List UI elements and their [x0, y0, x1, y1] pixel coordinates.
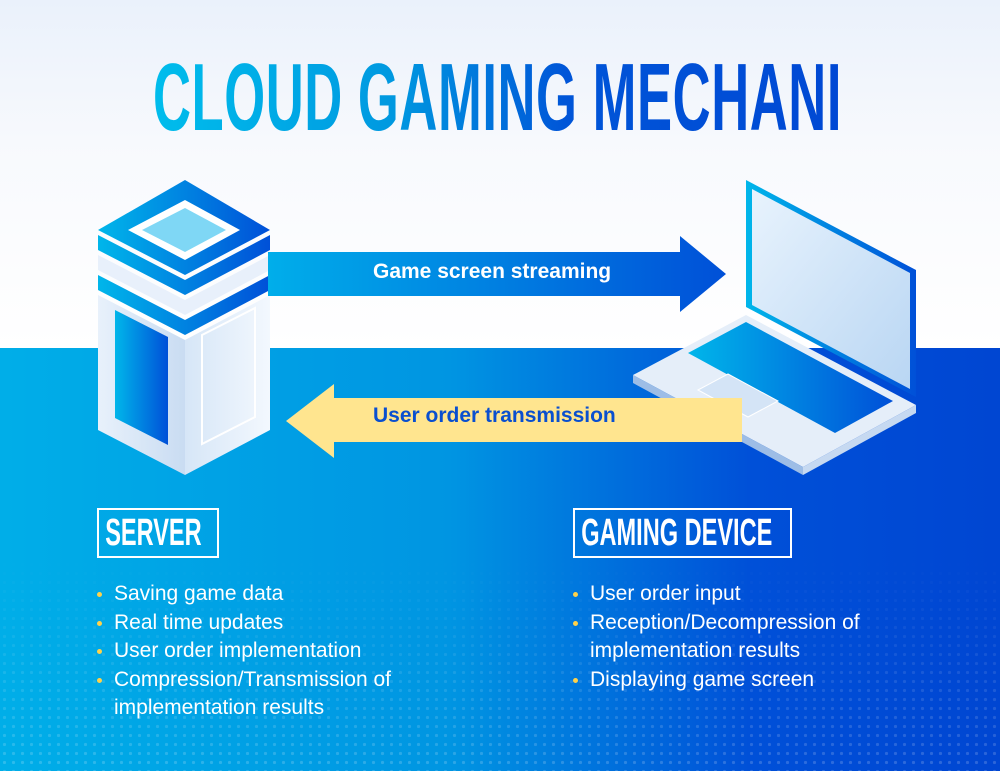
device-label: GAMING DEVICE	[573, 508, 792, 558]
list-item: Reception/Decompression of implementatio…	[573, 609, 873, 666]
server-label-text: SERVER	[105, 512, 202, 554]
dot-pattern	[0, 560, 1000, 771]
list-item: Real time updates	[97, 609, 437, 638]
list-item: Displaying game screen	[573, 666, 873, 695]
page-title: CLOUD GAMING MECHANISM	[153, 44, 922, 151]
device-label-text: GAMING DEVICE	[581, 512, 773, 554]
streaming-label: Game screen streaming	[373, 260, 612, 283]
transmission-label: User order transmission	[373, 404, 616, 427]
device-list: User order input Reception/Decompression…	[573, 580, 873, 694]
server-label: SERVER	[97, 508, 219, 558]
list-item: Compression/Transmission of implementati…	[97, 666, 437, 723]
transmission-arrow	[286, 384, 742, 458]
server-icon	[98, 180, 270, 475]
list-item: User order input	[573, 580, 873, 609]
list-item: User order implementation	[97, 637, 437, 666]
server-list: Saving game data Real time updates User …	[97, 580, 437, 723]
streaming-arrow	[268, 236, 726, 312]
list-item: Saving game data	[97, 580, 437, 609]
